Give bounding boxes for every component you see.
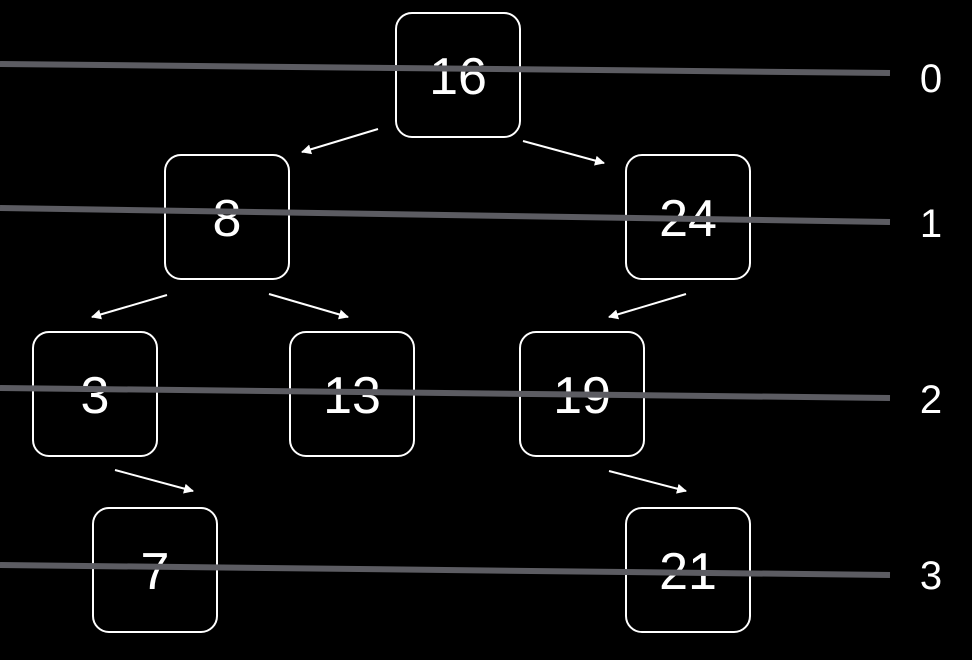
tree-node-n8: 8 [164,154,290,280]
node-label: 8 [213,190,242,248]
level-label-2: 2 [920,378,942,422]
level-label-layer: 0 1 2 3 [920,57,942,598]
edge-arrow-n8-n3 [91,294,168,320]
edge-arrow-n3-n7 [114,469,194,494]
level-line-1 [0,205,891,225]
tree-node-n16: 16 [395,12,521,138]
level-label-3: 3 [920,554,942,598]
edge-arrow-n16-n8 [301,128,379,155]
edge-arrow-n8-n13 [268,293,349,320]
node-label: 3 [81,367,110,425]
node-label: 13 [323,367,381,425]
level-line-2 [0,385,891,401]
tree-node-n7: 7 [92,507,218,633]
level-label-1: 1 [920,202,942,246]
node-label: 7 [141,543,170,601]
node-box [395,12,521,138]
edge-arrow-n24-n19 [608,293,687,320]
level-line-0 [0,61,891,76]
level-label-0: 0 [920,57,942,101]
node-box [164,154,290,280]
level-line-layer [0,61,891,578]
tree-node-n3: 3 [32,331,158,457]
node-label: 16 [429,48,487,106]
node-box [32,331,158,457]
edge-arrow-n16-n24 [522,140,605,166]
edge-layer [91,128,687,494]
edge-arrow-n19-n21 [608,470,687,494]
level-line-3 [0,562,891,578]
